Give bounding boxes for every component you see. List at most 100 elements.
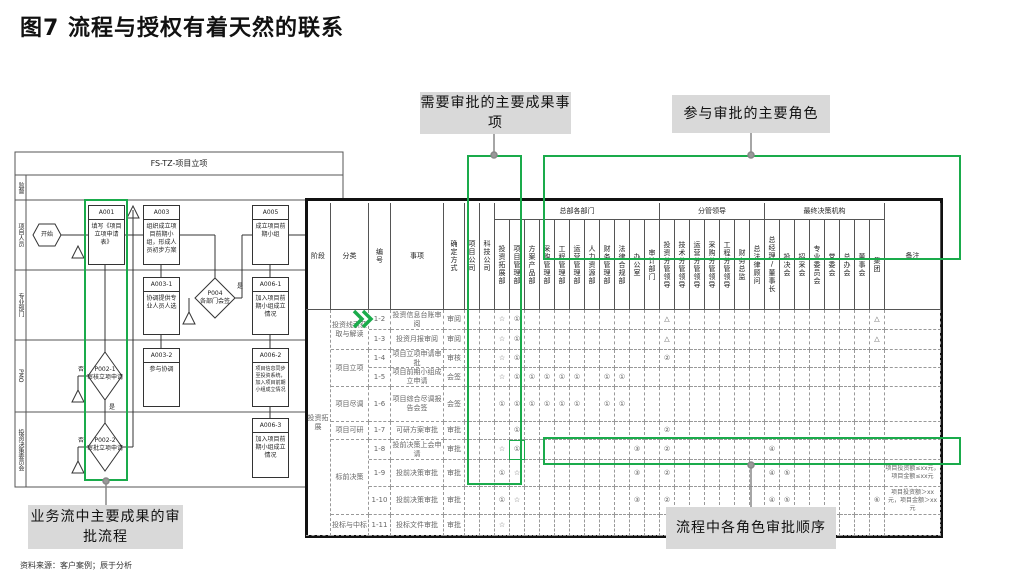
approval-mark-cell xyxy=(735,422,750,440)
approval-mark-cell-text: ② xyxy=(663,445,671,453)
approval-mark-cell xyxy=(765,350,780,368)
approval-mark-cell: ① xyxy=(510,387,525,422)
approval-mark-cell xyxy=(645,422,660,440)
approval-mark-cell xyxy=(840,387,855,422)
approval-mark-cell xyxy=(855,387,870,422)
approval-mark-cell: ⑥ xyxy=(870,487,885,515)
column-header: 采购管理部 xyxy=(540,220,555,310)
approval-mark-cell: ② xyxy=(660,350,675,368)
approval-mark-cell: ① xyxy=(510,368,525,387)
approval-mark-cell xyxy=(570,350,585,368)
approval-mark-cell-text: ☆ xyxy=(498,445,506,453)
approval-mark-cell xyxy=(690,350,705,368)
approval-mark-cell xyxy=(705,368,720,387)
approval-mark-cell xyxy=(645,460,660,487)
row-method: 审核 xyxy=(444,350,465,368)
box-id: A006-1 xyxy=(253,278,288,292)
approval-mark-cell xyxy=(555,515,570,536)
approval-mark-cell xyxy=(570,422,585,440)
approval-mark-cell xyxy=(675,440,690,460)
approval-mark-cell-text: ☆ xyxy=(513,468,521,477)
row-id: 1-2 xyxy=(369,310,391,330)
approval-mark-cell xyxy=(480,368,495,387)
stage-cell: 投资拓展 xyxy=(306,310,331,536)
column-header-text: 工程管理部 xyxy=(558,244,566,285)
column-header-text: 技术分管领导 xyxy=(678,240,686,289)
approval-mark-cell xyxy=(540,487,555,515)
figure-title: 图7 流程与授权有着天然的联系 xyxy=(20,16,344,41)
approval-mark-cell: ① xyxy=(570,387,585,422)
row-item-text: 投资月报审阅 xyxy=(396,335,438,343)
approval-mark-cell: ① xyxy=(615,387,630,422)
column-header-text: 科技公司 xyxy=(483,240,491,272)
approval-mark-cell xyxy=(690,460,705,487)
approval-mark-cell xyxy=(780,350,795,368)
column-header-text: 投资拓展部 xyxy=(498,244,506,285)
column-header: 采购分管领导 xyxy=(705,220,720,310)
approval-mark-cell xyxy=(645,310,660,330)
column-header: 运营分管领导 xyxy=(690,220,705,310)
column-header: 方案产品部 xyxy=(525,220,540,310)
approval-mark-cell xyxy=(645,515,660,536)
row-method-text: 审阅 xyxy=(447,315,461,323)
row-id: 1-7 xyxy=(369,422,391,440)
decision-id: P004 xyxy=(207,290,223,297)
column-header-text: 董事会 xyxy=(858,252,866,277)
approval-mark-cell-text: ① xyxy=(498,468,506,477)
approval-mark-cell xyxy=(480,350,495,368)
row-note xyxy=(885,350,941,368)
approval-mark-cell: ☆ xyxy=(495,368,510,387)
column-header: 人力资源部 xyxy=(585,220,600,310)
approval-mark-cell xyxy=(540,515,555,536)
row-note xyxy=(885,387,941,422)
approval-mark-cell xyxy=(825,422,840,440)
row-item: 可研方案审批 xyxy=(391,422,444,440)
category-cell-text: 项目立项 xyxy=(335,363,364,372)
column-header: 招采会 xyxy=(795,220,810,310)
approval-mark-cell xyxy=(465,368,480,387)
column-header-text: 财务管理部 xyxy=(603,244,611,285)
approval-mark-cell-text: ① xyxy=(618,399,626,408)
row-method-text: 审批 xyxy=(447,520,461,529)
approval-mark-cell xyxy=(630,310,645,330)
column-header-text: 办公室 xyxy=(633,252,641,277)
no-label: 否 xyxy=(77,366,84,373)
row-item: 投资月报审阅 xyxy=(391,330,444,350)
approval-mark-cell xyxy=(690,440,705,460)
row-id: 1-10 xyxy=(369,487,391,515)
approval-mark-cell xyxy=(630,368,645,387)
row-item-text: 投前决策上会申请 xyxy=(392,440,442,458)
category-cell: 项目尽调 xyxy=(331,387,369,422)
approval-mark-cell xyxy=(465,387,480,422)
approval-mark-cell xyxy=(615,515,630,536)
approval-mark-cell xyxy=(600,515,615,536)
approval-mark-cell-text: ① xyxy=(603,399,611,408)
column-header-text: 方案产品部 xyxy=(528,244,536,285)
approval-mark-cell xyxy=(795,440,810,460)
row-note xyxy=(885,422,941,440)
column-header: 投资拓展部 xyxy=(495,220,510,310)
approval-mark-cell-text: ② xyxy=(663,468,671,477)
approval-mark-cell xyxy=(855,440,870,460)
box-id: A003 xyxy=(144,206,179,220)
chevron-right-icon xyxy=(352,309,374,329)
approval-mark-cell xyxy=(555,350,570,368)
approval-mark-cell xyxy=(720,330,735,350)
approval-mark-cell xyxy=(585,487,600,515)
row-id: 1-11 xyxy=(369,515,391,536)
approval-mark-cell xyxy=(840,440,855,460)
column-header-text: 党委会 xyxy=(828,252,836,277)
approval-mark-cell xyxy=(585,330,600,350)
row-method-text: 审核 xyxy=(447,354,461,362)
approval-mark-cell: ☆ xyxy=(495,330,510,350)
approval-mark-cell xyxy=(870,350,885,368)
row-item: 项目前期小组成立申请 xyxy=(391,368,444,387)
box-text: 加入项目前期小组成立情况 xyxy=(255,436,286,459)
approval-mark-cell xyxy=(810,440,825,460)
row-id-text: 1-10 xyxy=(371,496,388,504)
